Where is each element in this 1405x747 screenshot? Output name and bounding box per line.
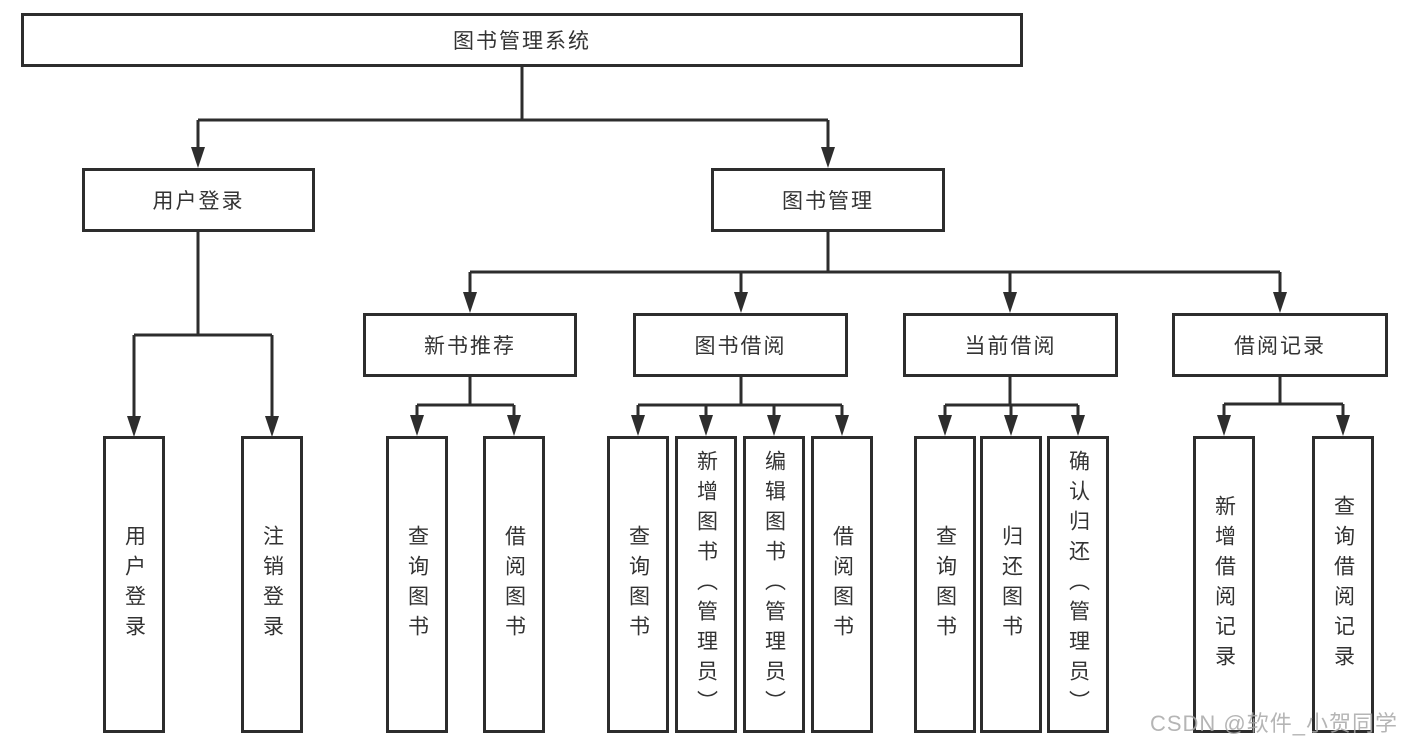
leaf-return-books: 归还图书 (980, 436, 1042, 733)
leaf-add-books-admin: 新增图书（管理员） (675, 436, 737, 733)
node-new-book-recommend-label: 新书推荐 (424, 335, 516, 358)
csdn-watermark: CSDN @软件_小贺同学 (1149, 711, 1398, 736)
leaf-query-books-current: 查询图书 (914, 436, 976, 733)
node-book-borrow-label: 图书借阅 (694, 335, 787, 358)
leaf-confirm-return-admin: 确认归还（管理员） (1047, 436, 1109, 733)
leaf-borrow-books-recommend-label: 借阅图书 (502, 524, 526, 645)
node-current-borrow: 当前借阅 (903, 313, 1118, 377)
leaf-borrow-books-label: 借阅图书 (830, 524, 854, 645)
leaf-add-books-admin-label: 新增图书（管理员） (694, 449, 718, 720)
node-book-management-label: 图书管理 (782, 190, 874, 213)
leaf-user-login: 用户登录 (103, 436, 165, 733)
node-book-management: 图书管理 (711, 168, 945, 232)
leaf-edit-books-admin-label: 编辑图书（管理员） (762, 449, 786, 720)
leaf-query-books-borrow: 查询图书 (607, 436, 669, 733)
leaf-borrow-books-recommend: 借阅图书 (483, 436, 545, 733)
connector-group1-children (636, 377, 844, 420)
node-book-borrow: 图书借阅 (633, 313, 848, 377)
leaf-edit-books-admin: 编辑图书（管理员） (743, 436, 805, 733)
arrowheads (127, 147, 1350, 437)
leaf-logout-label: 注销登录 (260, 524, 284, 645)
node-user-login: 用户登录 (82, 168, 315, 232)
leaf-return-books-label: 归还图书 (999, 524, 1023, 645)
node-user-login-label: 用户登录 (152, 190, 245, 213)
node-borrow-records-label: 借阅记录 (1234, 335, 1326, 358)
leaf-add-borrow-record-label: 新增借阅记录 (1212, 494, 1236, 675)
node-current-borrow-label: 当前借阅 (964, 335, 1057, 358)
leaf-query-books-recommend-label: 查询图书 (405, 524, 429, 645)
leaf-add-borrow-record: 新增借阅记录 (1193, 436, 1255, 733)
connector-root-to-level2 (196, 66, 830, 150)
connector-group3-children (1222, 377, 1345, 420)
node-borrow-records: 借阅记录 (1172, 313, 1388, 377)
leaf-logout: 注销登录 (241, 436, 303, 733)
connector-group2-children (943, 377, 1080, 420)
node-root-label: 图书管理系统 (453, 30, 591, 53)
leaf-query-borrow-record: 查询借阅记录 (1312, 436, 1374, 733)
connector-user-login-children (132, 232, 274, 420)
node-new-book-recommend: 新书推荐 (363, 313, 577, 377)
leaf-user-login-label: 用户登录 (122, 524, 146, 645)
connector-book-mgmt-groups (468, 232, 1282, 296)
leaf-query-borrow-record-label: 查询借阅记录 (1331, 494, 1355, 675)
leaf-query-books-borrow-label: 查询图书 (626, 524, 650, 645)
node-root-system: 图书管理系统 (21, 13, 1023, 67)
leaf-confirm-return-admin-label: 确认归还（管理员） (1066, 449, 1090, 720)
connector-group0-children (415, 377, 516, 420)
leaf-borrow-books: 借阅图书 (811, 436, 873, 733)
leaf-query-books-current-label: 查询图书 (933, 524, 957, 645)
leaf-query-books-recommend: 查询图书 (386, 436, 448, 733)
